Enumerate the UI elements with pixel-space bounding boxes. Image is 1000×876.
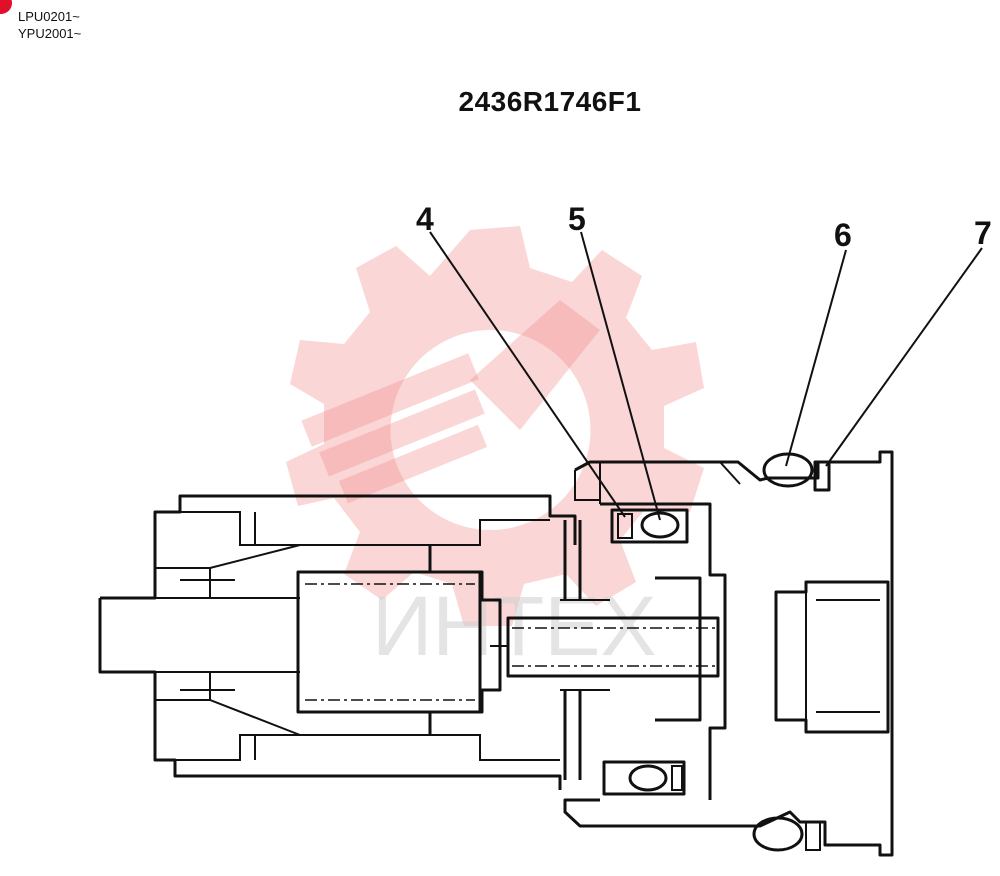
speed-stripe-2 — [319, 389, 485, 477]
cylinder-centerlines — [305, 583, 475, 701]
bearing-item-5 — [640, 511, 680, 539]
taper-lines — [155, 544, 301, 736]
serial-number-2: YPU2001~ — [18, 26, 82, 41]
shaft-lines — [100, 597, 300, 673]
housing-inner-top — [180, 511, 550, 546]
upper-bearing-group — [610, 508, 689, 544]
serial-number-1: LPU0201~ — [18, 9, 80, 24]
port-block-inner — [655, 576, 702, 722]
wrench-icon — [470, 300, 600, 430]
port-block-outline — [600, 502, 727, 800]
port-connectors — [560, 599, 610, 691]
housing-inner-bottom — [175, 734, 560, 761]
lower-backup-ring — [805, 821, 821, 851]
callout-7: 7 — [974, 215, 992, 251]
outer-casing — [563, 450, 894, 857]
housing-top-outline — [100, 494, 577, 600]
left-housing — [98, 494, 577, 790]
gear-outline-icon — [286, 226, 704, 626]
outer-casing-outline — [563, 450, 894, 857]
backup-ring-item-7 — [813, 460, 831, 492]
o-ring-item-6 — [762, 452, 814, 488]
watermark-logo-icon: ИНТЕХ — [286, 226, 704, 673]
port-passages — [563, 520, 582, 780]
callout-5: 5 — [568, 201, 586, 237]
leader-lines — [429, 231, 983, 521]
bearing-lines — [180, 579, 235, 691]
end-cap-detail — [805, 592, 880, 720]
bearing-housing-upper — [610, 508, 689, 544]
watermark-text: ИНТЕХ — [372, 579, 656, 673]
cylinder-block-body — [296, 570, 482, 714]
speed-stripe-3 — [338, 424, 488, 504]
lower-o-ring — [752, 816, 804, 852]
seal-item-4 — [617, 513, 633, 539]
serial-number-block: LPU0201~ YPU2001~ — [18, 8, 81, 42]
lower-seal — [671, 765, 683, 791]
casing-top-step — [574, 470, 601, 504]
leader-line-6 — [785, 249, 847, 467]
housing-grooves — [239, 512, 256, 760]
red-badge-icon — [0, 0, 12, 14]
leader-line-5 — [580, 231, 661, 521]
end-cap-plug — [774, 580, 890, 734]
lower-bearing-group — [602, 760, 686, 796]
leader-line-7 — [825, 247, 983, 467]
callout-6: 6 — [834, 217, 852, 253]
leader-line-4 — [429, 231, 626, 518]
drawing-number: 2436R1746F1 — [458, 86, 642, 117]
lower-bearing-ball — [628, 764, 668, 792]
speed-stripe-1 — [301, 353, 479, 447]
callout-4: 4 — [416, 201, 434, 237]
spool-centerlines — [512, 627, 716, 667]
port-block — [490, 502, 727, 800]
bearing-housing-lower — [602, 760, 686, 796]
